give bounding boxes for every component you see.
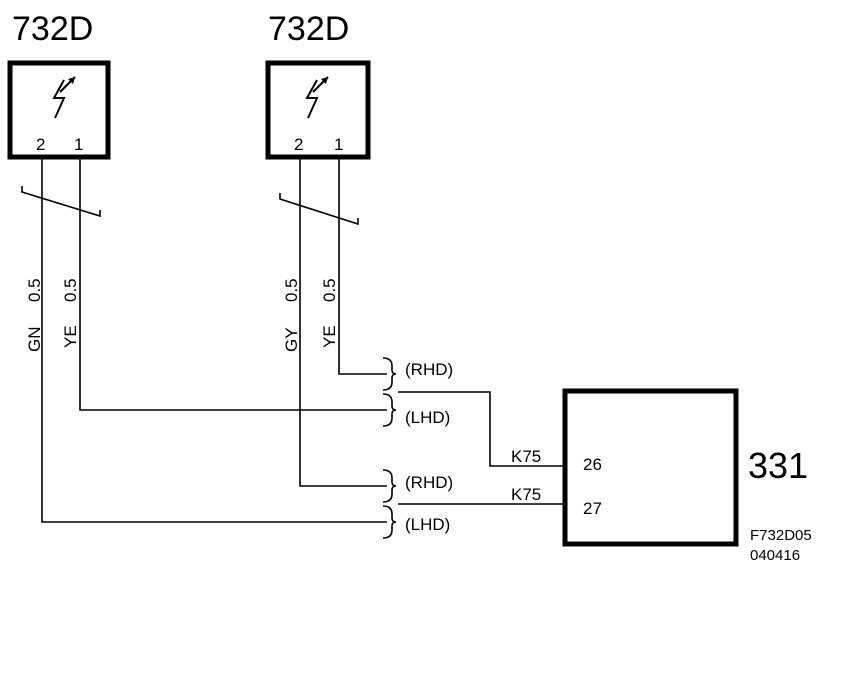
wire-ye-right-size: 0.5 — [320, 278, 339, 302]
wire-ye-left-color: YE — [61, 325, 80, 348]
brace-rhd-upper — [382, 357, 397, 391]
sensor-right-label: 732D — [268, 10, 349, 48]
sensor-left-box — [7, 60, 111, 160]
sensor-right-box — [265, 60, 371, 160]
module-label: 331 — [748, 445, 808, 486]
wire-ye-right — [338, 157, 387, 375]
wire-gy-color: GY — [282, 327, 301, 352]
wire-ye-right-color: YE — [320, 325, 339, 348]
wire-gn-color: GN — [25, 327, 44, 353]
route-lhd-upper: (LHD) — [405, 408, 450, 427]
wire-to-pin-26 — [398, 391, 566, 467]
module-pin-26: 26 — [583, 455, 602, 474]
route-rhd-upper: (RHD) — [405, 360, 453, 379]
wire-label-ye-right: YE 0.5 — [320, 278, 339, 348]
wire-label-gn: GN 0.5 — [25, 278, 44, 352]
wire-gy — [299, 157, 387, 487]
module-pin-27: 27 — [583, 499, 602, 518]
wire-label-ye-left: YE 0.5 — [61, 278, 80, 348]
sensor-732d-right: 732D 2 1 — [265, 10, 371, 160]
lightning-icon — [305, 76, 329, 119]
sensor-left-pin-2: 2 — [36, 135, 45, 154]
wire-gy-size: 0.5 — [282, 278, 301, 302]
wire-label-gy: GY 0.5 — [282, 278, 301, 352]
sensor-left-label: 732D — [12, 10, 93, 48]
twisted-pair-marker-right — [279, 193, 359, 226]
lightning-icon — [52, 76, 76, 119]
sensor-right-pin-1: 1 — [334, 135, 343, 154]
wire-ye-left-size: 0.5 — [61, 278, 80, 302]
wire-gn — [41, 157, 387, 523]
sensor-left-pin-1: 1 — [74, 135, 83, 154]
sensor-right-pin-2: 2 — [294, 135, 303, 154]
module-box — [562, 388, 739, 547]
figure-code: F732D05 — [750, 527, 812, 544]
sensor-732d-left: 732D 2 1 — [7, 10, 111, 160]
brace-rhd-lower — [382, 469, 397, 503]
connector-k75-upper: K75 — [511, 447, 541, 466]
route-lhd-lower: (LHD) — [405, 515, 450, 534]
brace-lhd-upper — [382, 393, 397, 427]
wire-gn-size: 0.5 — [25, 278, 44, 302]
module-331: 26 27 331 — [562, 388, 808, 547]
brace-lhd-lower — [382, 505, 397, 539]
twisted-pair-marker-left — [21, 186, 101, 218]
figure-date: 040416 — [750, 547, 800, 564]
route-rhd-lower: (RHD) — [405, 473, 453, 492]
wire-ye-left — [79, 157, 387, 411]
connector-k75-lower: K75 — [511, 485, 541, 504]
